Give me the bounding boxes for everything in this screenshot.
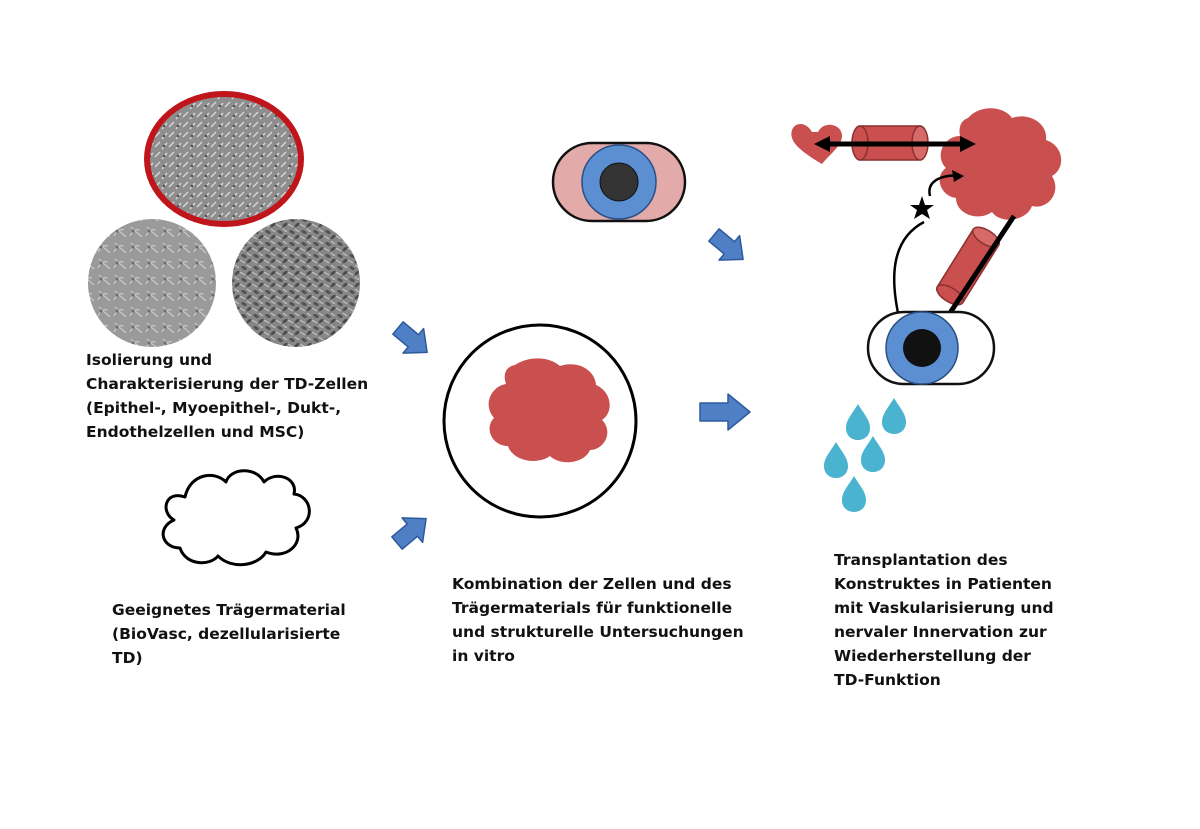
isolation-caption: Isolierung und Charakterisierung der TD-…	[86, 348, 368, 444]
recipient-eye-icon	[866, 310, 996, 386]
transplantation-illustration	[791, 108, 1062, 512]
recipient-pupil	[903, 329, 941, 367]
isolation-caption-line: (Epithel-, Myoepithel-, Dukt-,	[86, 399, 342, 417]
combination-caption-line: Kombination der Zellen und des	[452, 575, 732, 593]
cell-culture-images	[88, 91, 360, 347]
myoepithelial-cell-micrograph	[88, 219, 216, 347]
epithelial-cell-micrograph	[144, 91, 304, 227]
cell-scaffold-construct	[442, 323, 638, 519]
transplantation-caption-line: Transplantation des	[834, 551, 1008, 569]
arrow-down-from-eye	[708, 228, 744, 261]
scaffold-caption: Geeignetes Trägermaterial (BioVasc, deze…	[112, 598, 346, 670]
nerve-innervation-line	[892, 220, 925, 323]
isolation-caption-line: Endothelzellen und MSC)	[86, 423, 305, 441]
tear-drop-icon	[882, 398, 906, 434]
pupil	[599, 162, 639, 202]
combination-caption-line: in vitro	[452, 647, 515, 665]
isolation-caption-line: Isolierung und	[86, 351, 213, 369]
combination-caption-line: Trägermaterials für funktionelle	[452, 599, 733, 617]
tear-droplets	[824, 398, 906, 512]
combination-caption-line: und strukturelle Untersuchungen	[452, 623, 744, 641]
transplantation-caption-line: TD-Funktion	[834, 671, 941, 689]
scaffold-caption-line: (BioVasc, dezellularisierte	[112, 625, 341, 643]
eye-with-construct-icon	[551, 141, 687, 223]
scaffold-cloud-icon	[161, 469, 311, 567]
transplantation-caption-line: mit Vaskularisierung und	[834, 599, 1054, 617]
tear-drop-icon	[842, 476, 866, 512]
scaffold-caption-line: TD)	[112, 649, 143, 667]
ductal-cell-micrograph	[232, 219, 360, 347]
arrow-right-to-transplant	[699, 393, 751, 431]
tear-drop-icon	[861, 436, 885, 472]
arrow-right-from-cells	[392, 321, 428, 354]
arrow-right-from-scaffold	[391, 517, 427, 550]
duct-connection-line	[941, 214, 1017, 324]
tear-drop-icon	[824, 442, 848, 478]
tear-drop-icon	[846, 404, 870, 440]
transplantation-caption: Transplantation des Konstruktes in Patie…	[834, 548, 1054, 692]
nerve-arrowhead	[952, 170, 964, 182]
process-arrows	[391, 228, 751, 550]
tissue-construct-blob	[488, 358, 610, 463]
vessel-diagonal	[935, 226, 1001, 306]
transplantation-caption-line: Wiederherstellung der	[834, 647, 1031, 665]
connection-arrowhead-right	[960, 136, 976, 152]
nerve-junction-star-icon	[910, 196, 934, 219]
connection-arrowhead-left	[814, 136, 830, 152]
transplantation-caption-line: Konstruktes in Patienten	[834, 575, 1052, 593]
isolation-caption-line: Charakterisierung der TD-Zellen	[86, 375, 369, 393]
transplantation-caption-line: nervaler Innervation zur	[834, 623, 1047, 641]
scaffold-caption-line: Geeignetes Trägermaterial	[112, 601, 346, 619]
lacrimal-gland-construct	[939, 108, 1062, 220]
combination-caption: Kombination der Zellen und des Trägermat…	[452, 572, 744, 668]
